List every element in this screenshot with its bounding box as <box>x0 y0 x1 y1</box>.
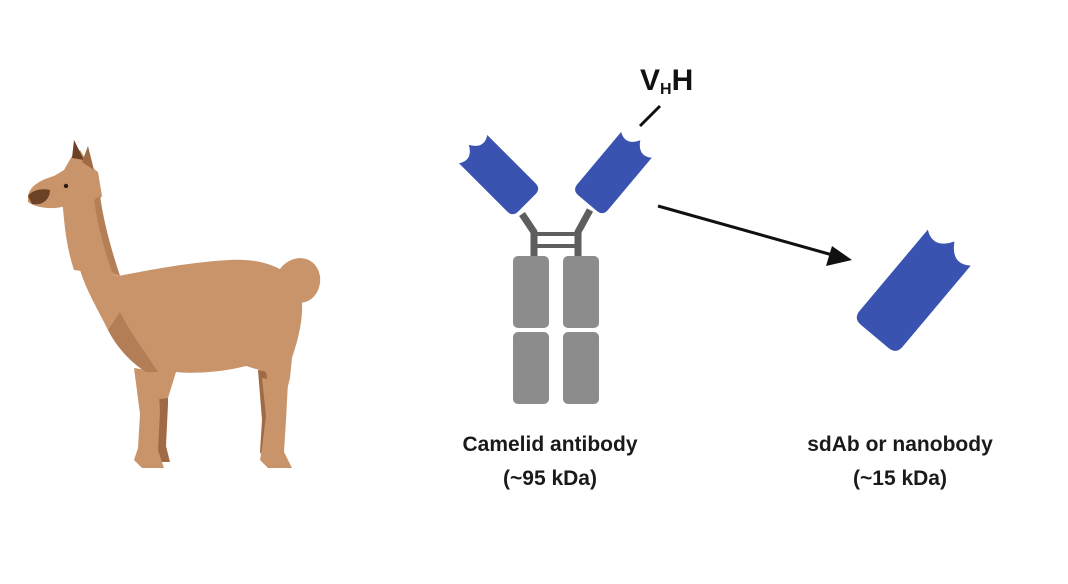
vhh-label-v: V <box>640 64 661 97</box>
llama-neck <box>62 196 120 276</box>
vhh-label-h: H <box>671 64 694 97</box>
llama-body <box>70 238 303 400</box>
antibody-weight: (~95 kDa) <box>503 467 597 490</box>
llama-ear-back <box>82 146 94 170</box>
antibody-left-vhh-domain <box>458 134 539 215</box>
antibody-left-hinge <box>519 212 538 258</box>
antibody-constant-domain <box>513 256 549 328</box>
llama-chest-shadow <box>108 312 158 372</box>
arrow-head <box>826 246 852 266</box>
llama-neck-shadow <box>94 196 120 276</box>
nanobody-caption: sdAb or nanobody (~15 kDa) <box>770 428 1030 496</box>
llama-eye <box>63 183 69 189</box>
nanobody-weight: (~15 kDa) <box>853 467 947 490</box>
llama-near-front-leg <box>134 368 164 468</box>
antibody-caption: Camelid antibody (~95 kDa) <box>420 428 680 496</box>
vhh-pointer-line <box>638 104 662 128</box>
llama-ear <box>72 140 84 160</box>
antibody-constant-domain <box>513 332 549 404</box>
vhh-label-subscript: H <box>660 81 672 98</box>
camelid-antibody-diagram <box>458 104 662 404</box>
vhh-label: VHH <box>640 64 693 99</box>
arrow-shaft <box>657 204 837 258</box>
conversion-arrow <box>657 204 852 266</box>
antibody-constant-domain <box>563 256 599 328</box>
llama-near-hind-leg <box>260 378 292 468</box>
llama-illustration <box>28 140 321 468</box>
llama-muzzle <box>28 189 50 205</box>
antibody-name: Camelid antibody <box>462 433 638 456</box>
antibody-right-vhh-domain <box>575 132 652 214</box>
nanobody-diagram <box>856 229 971 351</box>
antibody-right-hinge <box>574 208 594 258</box>
nanobody-domain <box>856 229 971 351</box>
antibody-constant-domain <box>563 332 599 404</box>
nanobody-name: sdAb or nanobody <box>807 433 993 456</box>
